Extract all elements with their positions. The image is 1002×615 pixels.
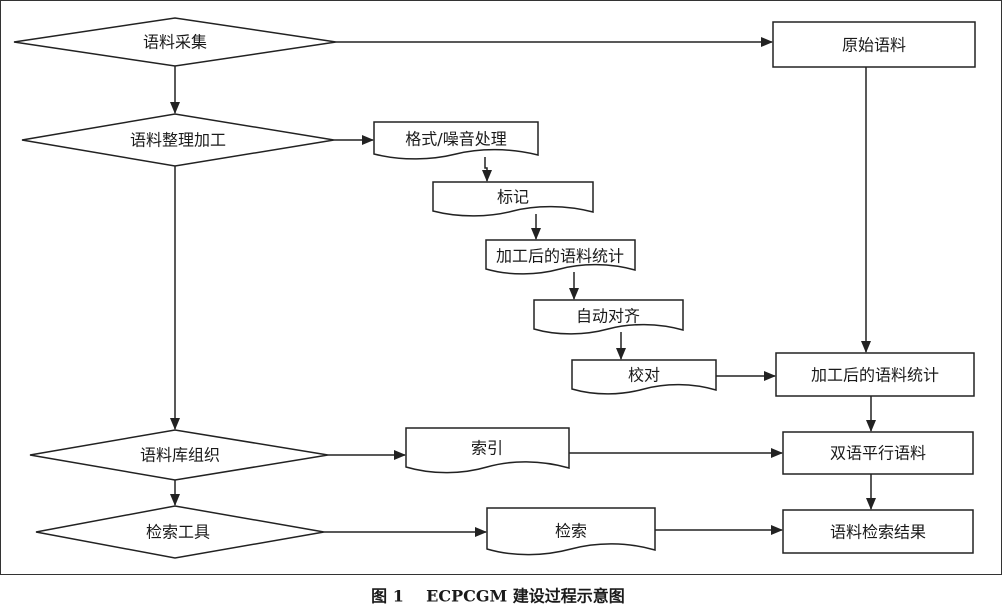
figure-caption: 图 1 ECPCGM 建设过程示意图 [371, 587, 625, 606]
box-result-shape [782, 509, 974, 554]
decision-process-label: 语料整理加工 [130, 131, 226, 150]
arrow-format-to-mark [482, 157, 492, 182]
decision-organize-label: 语料库组织 [140, 446, 220, 465]
doc-search-shape [486, 507, 656, 556]
doc-stats-shape [485, 239, 636, 275]
doc-proof-label: 校对 [628, 366, 660, 385]
box-stats-shape [775, 352, 975, 397]
outer-border [0, 0, 1002, 575]
decision-collect-label: 语料采集 [143, 33, 207, 52]
box-raw-shape [772, 21, 976, 68]
doc-format-label: 格式/噪音处理 [405, 130, 506, 149]
doc-mark-shape [432, 181, 594, 217]
doc-proof-shape [571, 359, 717, 395]
doc-mark-label: 标记 [497, 188, 529, 207]
box-parallel-label: 双语平行语料 [830, 444, 926, 463]
box-parallel-shape [782, 431, 974, 475]
doc-align-label: 自动对齐 [576, 307, 640, 326]
doc-stats-label: 加工后的语料统计 [496, 247, 624, 266]
box-raw-label: 原始语料 [842, 36, 906, 55]
doc-index-label: 索引 [471, 439, 503, 458]
doc-index-shape [405, 427, 570, 474]
decision-tools-label: 检索工具 [146, 523, 210, 542]
box-stats-label: 加工后的语料统计 [811, 366, 939, 385]
doc-format-shape [373, 121, 539, 160]
doc-align-shape [533, 299, 684, 335]
box-result-label: 语料检索结果 [830, 523, 926, 542]
doc-search-label: 检索 [555, 522, 587, 541]
